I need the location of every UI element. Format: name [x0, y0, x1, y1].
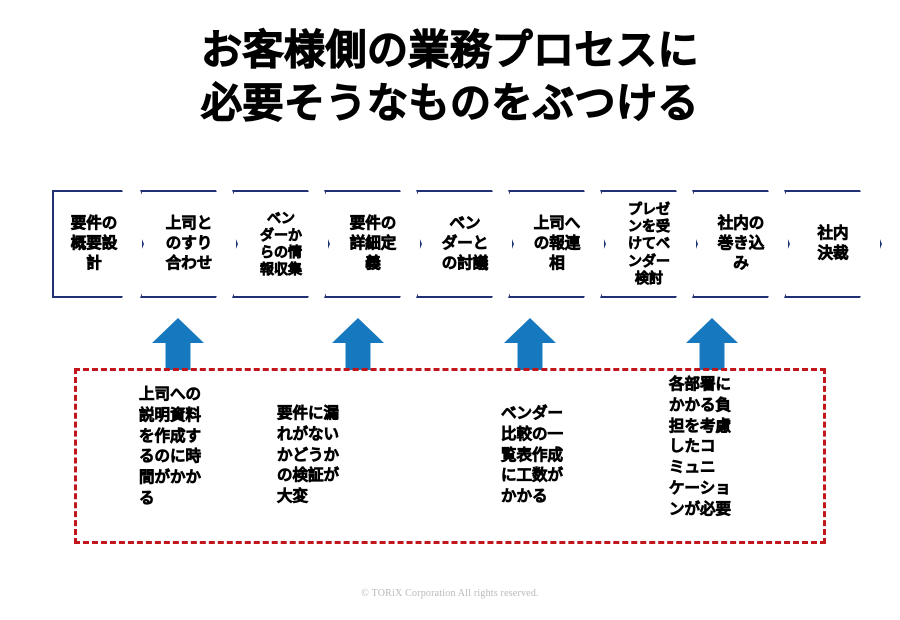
process-step-9[interactable]: 社内 決裁: [784, 190, 882, 298]
process-step-4-label: 要件の 詳細定 義: [349, 214, 397, 273]
process-step-3[interactable]: ベン ダーか らの情 報収集: [232, 190, 330, 298]
up-arrow-icon-1: [152, 318, 204, 370]
process-flow: 要件の 概要設 計 上司と のすり 合わせ ベン ダーか らの情 報収集 要件の…: [52, 190, 852, 298]
process-step-1-label: 要件の 概要設 計: [70, 214, 118, 273]
up-arrow-icon-4: [686, 318, 738, 370]
pain-point-4: 各部署に かかる負 担を考慮 したコ ミュニ ケーショ ンが必要: [669, 376, 732, 518]
page-title: お客様側の業務プロセスに 必要そうなものをぶつける: [0, 24, 900, 131]
process-step-2[interactable]: 上司と のすり 合わせ: [140, 190, 238, 298]
process-step-8[interactable]: 社内の 巻き込 み: [692, 190, 790, 298]
process-step-7[interactable]: プレゼ ンを受 けてベ ンダー 検討: [600, 190, 698, 298]
process-step-3-label: ベン ダーか らの情 報収集: [260, 209, 302, 278]
page-title-line-2: 必要そうなものをぶつける: [200, 80, 699, 127]
pain-point-1: 上司への 説明資料 を作成す るのに時 間がかか る: [139, 386, 202, 507]
page-title-line-1: お客様側の業務プロセスに: [200, 26, 699, 73]
process-step-9-label: 社内 決裁: [817, 224, 849, 262]
pain-point-3: ベンダー 比較の一 覧表作成 に工数が かかる: [501, 405, 564, 506]
process-step-7-label: プレゼ ンを受 けてベ ンダー 検討: [628, 201, 670, 286]
process-step-5-label: ベン ダーと の討議: [441, 214, 489, 273]
process-step-8-label: 社内の 巻き込 み: [717, 214, 765, 273]
process-step-6[interactable]: 上司へ の報連 相: [508, 190, 606, 298]
process-step-1[interactable]: 要件の 概要設 計: [52, 190, 144, 298]
process-step-2-label: 上司と のすり 合わせ: [165, 214, 213, 273]
pain-point-2: 要件に漏 れがない かどうか の検証が 大変: [277, 405, 340, 506]
footer-copyright: © TORiX Corporation All rights reserved.: [361, 588, 539, 599]
process-step-5[interactable]: ベン ダーと の討議: [416, 190, 514, 298]
pain-points-container: 上司への 説明資料 を作成す るのに時 間がかか る 要件に漏 れがない かどう…: [74, 368, 826, 544]
up-arrow-icon-2: [332, 318, 384, 370]
process-step-4[interactable]: 要件の 詳細定 義: [324, 190, 422, 298]
process-step-6-label: 上司へ の報連 相: [533, 214, 581, 273]
up-arrow-icon-3: [504, 318, 556, 370]
